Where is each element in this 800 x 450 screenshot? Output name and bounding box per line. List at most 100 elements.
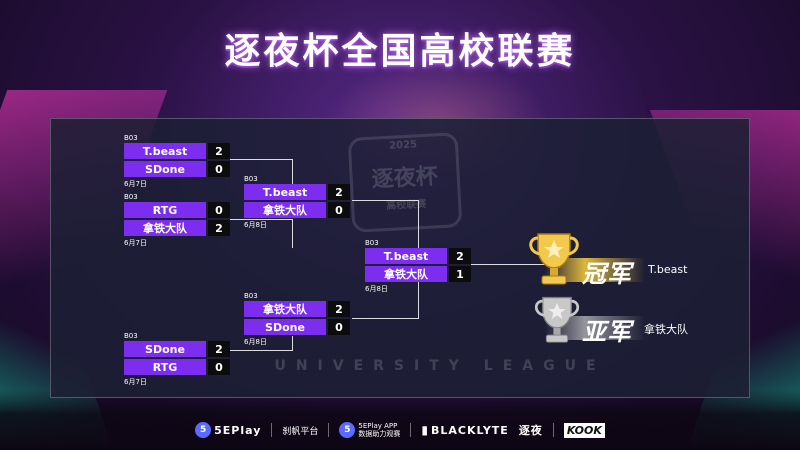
sponsor-platform[interactable]: 刹帆平台 <box>282 424 318 437</box>
watermark-logo: 2025 逐夜杯 高校联赛 <box>347 132 463 233</box>
team-row[interactable]: SDone 2 <box>124 341 230 357</box>
match-date: 6月7日 <box>124 239 147 247</box>
5eplay-app-icon: 5 <box>339 422 356 438</box>
sponsor-divider <box>271 423 273 437</box>
5eplay-logo-icon: 5 <box>195 422 212 438</box>
connector-line <box>230 219 293 220</box>
team-name: SDone <box>244 319 326 335</box>
sponsor-kook[interactable]: KOOK <box>563 422 605 438</box>
team-row[interactable]: 拿铁大队 0 <box>244 202 350 218</box>
blacklyte-logo-icon: ▮ <box>421 423 429 437</box>
match-format: B03 <box>124 193 138 201</box>
sponsor-name: 逐夜 <box>518 424 543 437</box>
team-row[interactable]: 拿铁大队 2 <box>244 301 350 317</box>
sponsor-5eplay-app[interactable]: 5 5EPlay APP 数据助力观赛 <box>339 422 400 438</box>
sponsor-divider <box>410 423 412 437</box>
match-r2-2: B03 拿铁大队 2 SDone 0 6月8日 <box>244 292 350 347</box>
match-format: B03 <box>365 239 379 247</box>
team-score: 2 <box>328 184 350 200</box>
team-score: 0 <box>208 359 230 375</box>
sponsor-5eplay[interactable]: 5 5EPlay <box>195 422 261 438</box>
watermark-logo-text: 逐夜杯 <box>371 164 439 193</box>
match-format: B03 <box>124 134 138 142</box>
match-format: B03 <box>124 332 138 340</box>
team-score: 2 <box>208 143 230 159</box>
watermark-text: UNIVERSITY LEAGUE <box>274 358 606 374</box>
champion-label: 冠军 <box>582 260 632 288</box>
runner-up-team: 拿铁大队 <box>644 323 688 336</box>
team-name: RTG <box>124 202 206 218</box>
watermark-logo-sub: 高校联赛 <box>385 198 427 213</box>
team-row[interactable]: SDone 0 <box>124 161 230 177</box>
team-name: 拿铁大队 <box>244 202 326 218</box>
team-score: 0 <box>208 161 230 177</box>
sponsor-name: KOOK <box>563 422 605 438</box>
page-title: 逐夜杯全国高校联赛 <box>224 31 576 72</box>
team-score: 2 <box>449 248 471 264</box>
watermark-year: 2025 <box>388 139 418 152</box>
sponsor-zhuye[interactable]: 逐夜 <box>519 422 543 438</box>
team-name: T.beast <box>244 184 326 200</box>
connector-line <box>352 318 419 319</box>
match-format: B03 <box>244 175 258 183</box>
team-row[interactable]: 拿铁大队 1 <box>365 266 471 282</box>
sponsor-name: 5EPlay <box>214 423 262 437</box>
connector-line <box>418 282 419 319</box>
sponsor-name: 刹帆平台 <box>282 426 319 437</box>
team-row[interactable]: T.beast 2 <box>244 184 350 200</box>
sponsor-name: 5EPlay APP <box>358 422 398 430</box>
team-name: T.beast <box>365 248 447 264</box>
team-row[interactable]: RTG 0 <box>124 359 230 375</box>
team-name: RTG <box>124 359 206 375</box>
match-r1-2: B03 RTG 0 拿铁大队 2 6月7日 <box>124 193 230 248</box>
match-date: 6月7日 <box>124 180 147 188</box>
silver-trophy-icon <box>532 292 582 346</box>
team-name: 拿铁大队 <box>124 220 206 236</box>
team-score: 2 <box>328 301 350 317</box>
sponsor-bar: 5 5EPlay 刹帆平台 5 5EPlay APP 数据助力观赛 ▮ BLAC… <box>0 422 800 438</box>
sponsor-app-text: 5EPlay APP 数据助力观赛 <box>358 422 400 438</box>
team-row[interactable]: 拿铁大队 2 <box>124 220 230 236</box>
sponsor-divider <box>328 423 330 437</box>
match-format: B03 <box>244 292 258 300</box>
gold-trophy-icon <box>526 228 582 288</box>
connector-line <box>471 264 545 265</box>
match-date: 6月8日 <box>244 221 267 229</box>
team-score: 0 <box>208 202 230 218</box>
team-row[interactable]: T.beast 2 <box>365 248 471 264</box>
team-name: T.beast <box>124 143 206 159</box>
team-name: 拿铁大队 <box>244 301 326 317</box>
match-date: 6月7日 <box>124 378 147 386</box>
sponsor-blacklyte[interactable]: ▮ BLACKLYTE <box>421 423 508 437</box>
connector-line <box>418 200 419 248</box>
match-r1-1: B03 T.beast 2 SDone 0 6月7日 <box>124 134 230 189</box>
team-row[interactable]: T.beast 2 <box>124 143 230 159</box>
connector-line <box>292 336 293 351</box>
sponsor-divider <box>552 423 554 437</box>
team-score: 2 <box>208 341 230 357</box>
sponsor-name: BLACKLYTE <box>431 423 509 437</box>
team-score: 0 <box>328 202 350 218</box>
connector-line <box>352 200 419 201</box>
connector-line <box>292 159 293 184</box>
team-row[interactable]: RTG 0 <box>124 202 230 218</box>
connector-line <box>292 219 293 248</box>
team-name: SDone <box>124 341 206 357</box>
match-r2-1: B03 T.beast 2 拿铁大队 0 6月8日 <box>244 175 350 230</box>
team-score: 2 <box>208 220 230 236</box>
background-bottom-band <box>0 390 800 450</box>
team-score: 1 <box>449 266 471 282</box>
connector-line <box>230 159 293 160</box>
connector-line <box>230 350 293 351</box>
team-name: SDone <box>124 161 206 177</box>
runner-up-label: 亚军 <box>582 318 632 346</box>
sponsor-tagline: 数据助力观赛 <box>358 430 401 438</box>
match-date: 6月8日 <box>244 338 267 346</box>
team-score: 0 <box>328 319 350 335</box>
team-name: 拿铁大队 <box>365 266 447 282</box>
match-final: B03 T.beast 2 拿铁大队 1 6月8日 <box>365 239 471 294</box>
match-r1-3: B03 SDone 2 RTG 0 6月7日 <box>124 332 230 387</box>
team-row[interactable]: SDone 0 <box>244 319 350 335</box>
champion-team: T.beast <box>648 263 688 276</box>
match-date: 6月8日 <box>365 285 388 293</box>
